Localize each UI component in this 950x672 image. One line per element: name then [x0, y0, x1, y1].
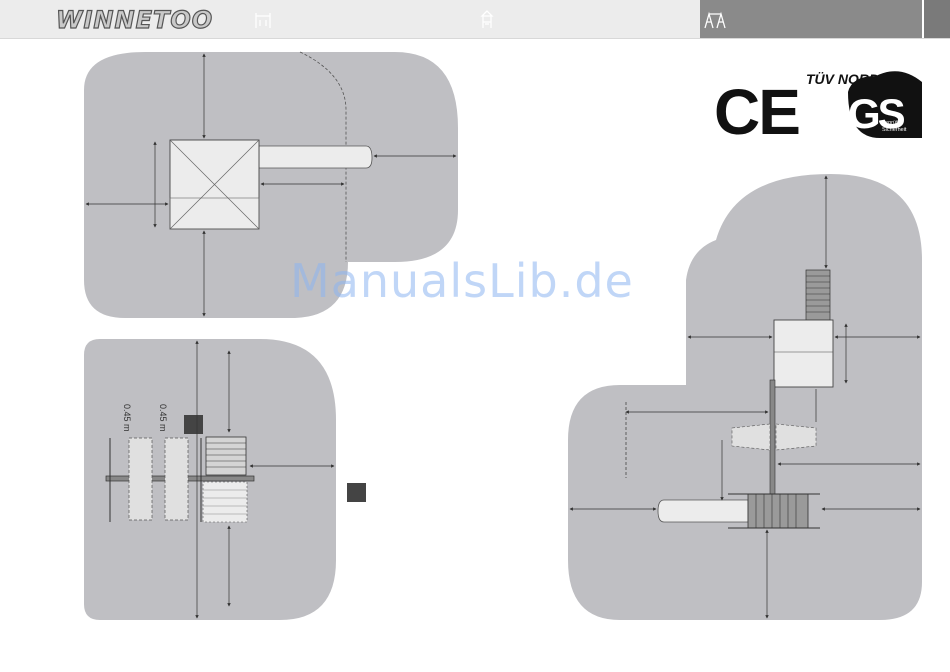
plan-bottom-left: 0.45 m 0.45 m — [84, 339, 366, 620]
seat-spacing-label: 0.45 m — [122, 404, 132, 432]
svg-text:Sicherheit: Sicherheit — [882, 127, 907, 133]
platform-right — [774, 320, 833, 387]
svg-text:CE: CE — [714, 76, 799, 148]
seat-spacing-label: 0.45 m — [158, 404, 168, 432]
position-marker — [347, 483, 366, 502]
tuv-gs-mark: TÜV NORD GS geprüfte Sicherheit — [806, 71, 922, 138]
position-marker — [184, 415, 203, 434]
watermark: ManualsLib.de — [290, 254, 634, 308]
plan-right — [568, 174, 922, 620]
svg-text:geprüfte: geprüfte — [882, 120, 902, 126]
safety-zone-right — [568, 174, 922, 620]
ce-mark: CE — [714, 76, 799, 148]
